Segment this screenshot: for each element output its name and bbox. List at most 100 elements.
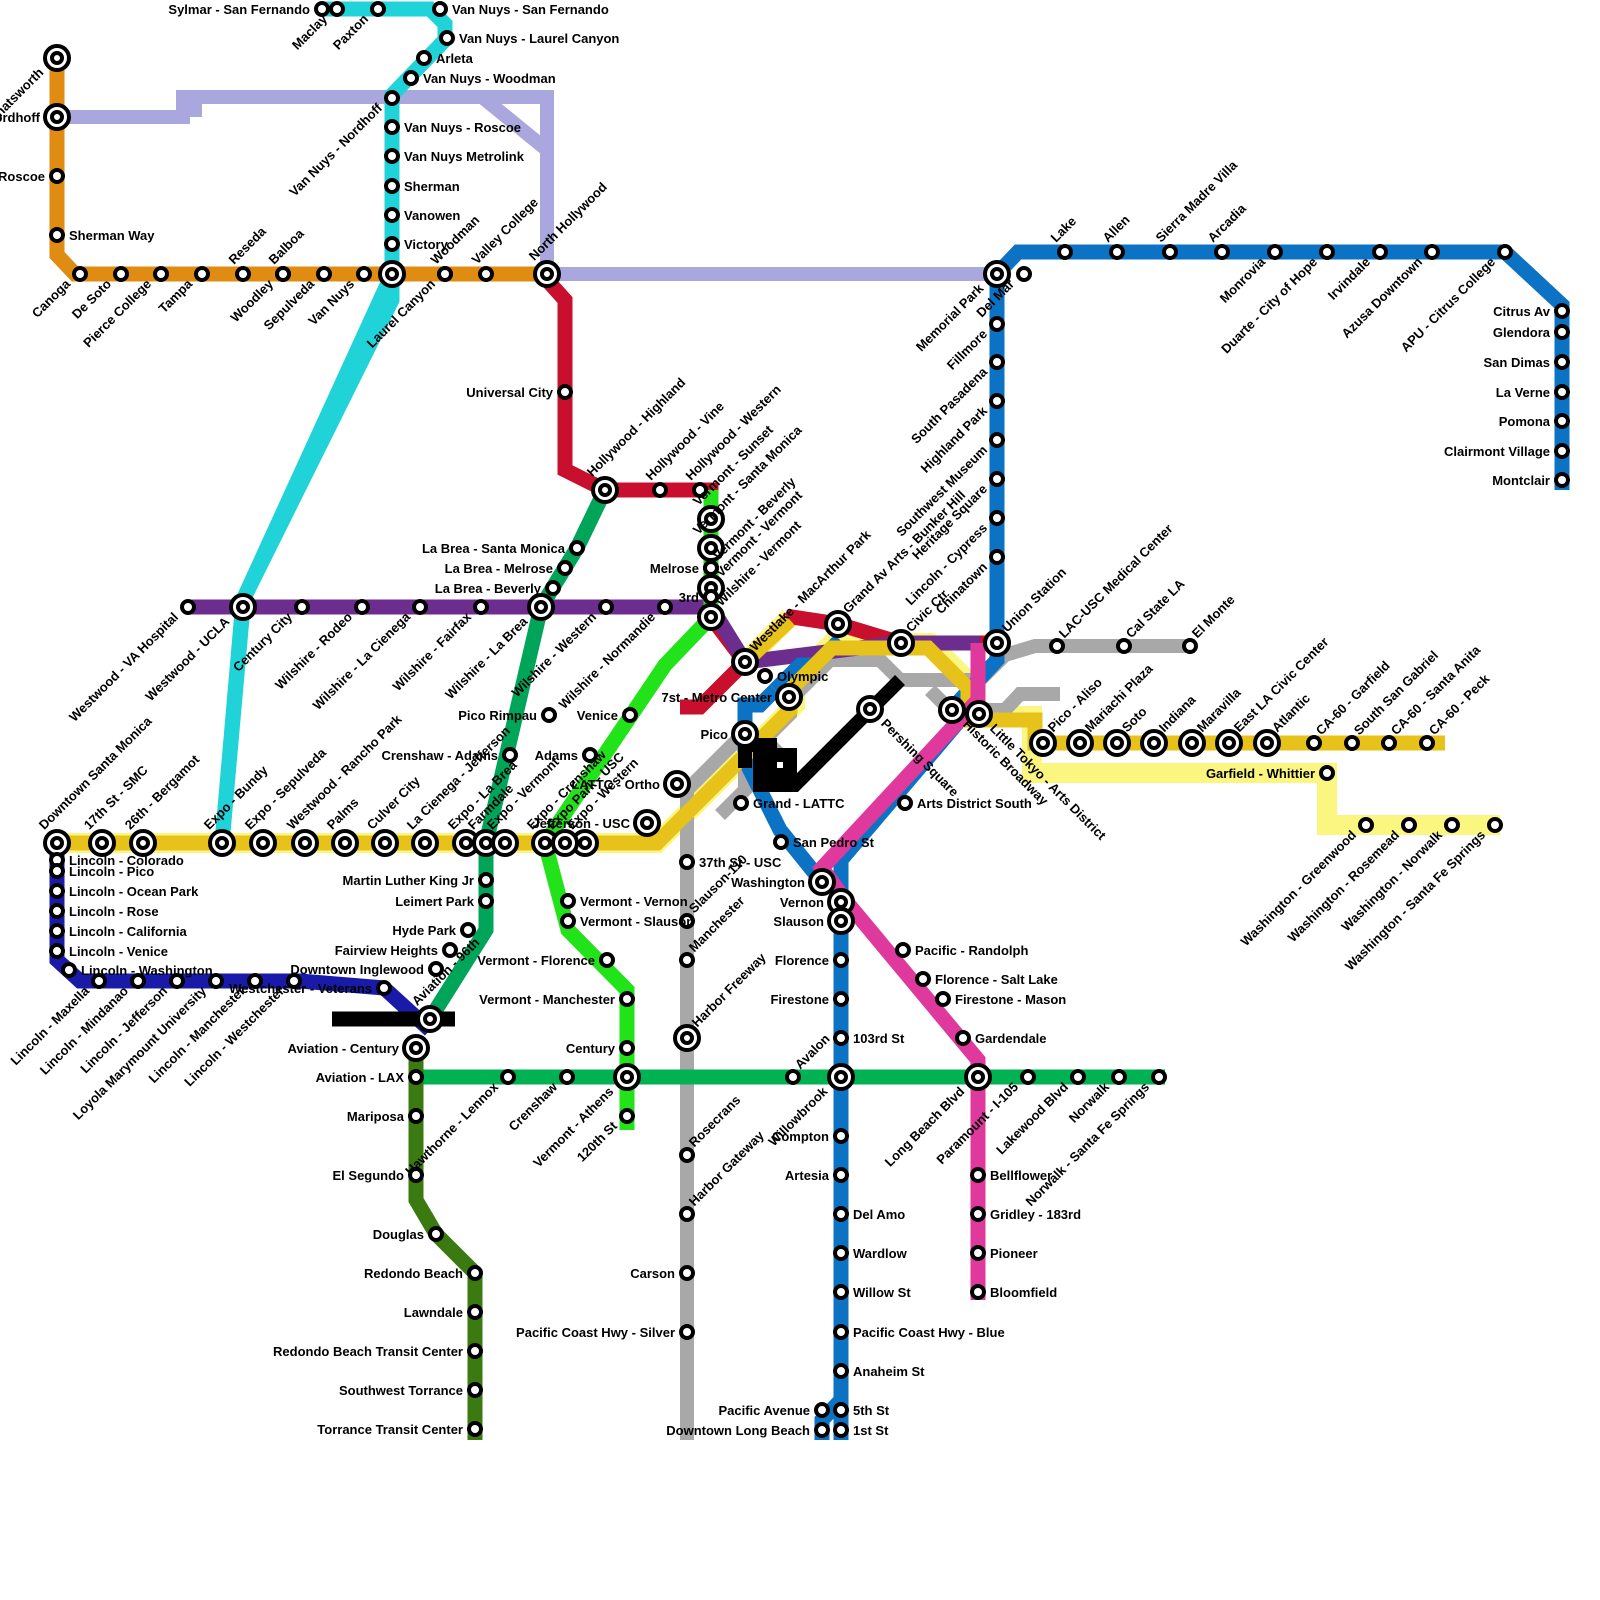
station-marker[interactable] (378, 260, 406, 288)
station-marker[interactable] (1554, 472, 1570, 488)
station-marker[interactable] (833, 1402, 849, 1418)
station-marker[interactable] (989, 432, 1005, 448)
station-marker[interactable] (1419, 735, 1435, 751)
station-marker[interactable] (1381, 735, 1397, 751)
station-marker[interactable] (208, 973, 224, 989)
station-marker[interactable] (194, 266, 210, 282)
station-marker[interactable] (316, 266, 332, 282)
station-marker[interactable] (437, 266, 453, 282)
station-marker[interactable] (169, 973, 185, 989)
station-marker[interactable] (1162, 244, 1178, 260)
station-marker[interactable] (384, 178, 400, 194)
station-marker[interactable] (633, 809, 661, 837)
station-marker[interactable] (679, 854, 695, 870)
station-marker[interactable] (560, 893, 576, 909)
station-marker[interactable] (833, 952, 849, 968)
station-marker[interactable] (663, 770, 691, 798)
station-marker[interactable] (679, 913, 695, 929)
station-marker[interactable] (1554, 324, 1570, 340)
station-marker[interactable] (545, 580, 561, 596)
station-marker[interactable] (61, 962, 77, 978)
station-marker[interactable] (557, 384, 573, 400)
station-marker[interactable] (384, 90, 400, 106)
station-marker[interactable] (1554, 354, 1570, 370)
station-marker[interactable] (412, 599, 428, 615)
station-marker[interactable] (856, 695, 884, 723)
station-marker[interactable] (1109, 244, 1125, 260)
station-marker[interactable] (49, 227, 65, 243)
station-marker[interactable] (560, 913, 576, 929)
station-marker[interactable] (72, 266, 88, 282)
station-marker[interactable] (1554, 443, 1570, 459)
station-marker[interactable] (1306, 735, 1322, 751)
station-marker[interactable] (314, 1, 330, 17)
station-marker[interactable] (938, 696, 966, 724)
station-marker[interactable] (895, 942, 911, 958)
station-marker[interactable] (478, 872, 494, 888)
station-marker[interactable] (478, 893, 494, 909)
station-marker[interactable] (1344, 735, 1360, 751)
station-marker[interactable] (622, 707, 638, 723)
station-marker[interactable] (989, 316, 1005, 332)
station-marker[interactable] (989, 549, 1005, 565)
station-marker[interactable] (467, 1421, 483, 1437)
station-marker[interactable] (491, 829, 519, 857)
station-marker[interactable] (1057, 244, 1073, 260)
station-marker[interactable] (1319, 765, 1335, 781)
station-marker[interactable] (91, 973, 107, 989)
station-marker[interactable] (1372, 244, 1388, 260)
station-marker[interactable] (833, 1206, 849, 1222)
station-marker[interactable] (49, 168, 65, 184)
station-marker[interactable] (291, 829, 319, 857)
station-marker[interactable] (652, 482, 668, 498)
station-marker[interactable] (833, 1324, 849, 1340)
station-marker[interactable] (559, 1069, 575, 1085)
station-marker[interactable] (989, 471, 1005, 487)
station-marker[interactable] (673, 1024, 701, 1052)
station-marker[interactable] (408, 1069, 424, 1085)
station-marker[interactable] (569, 540, 585, 556)
station-marker[interactable] (989, 393, 1005, 409)
station-marker[interactable] (833, 1422, 849, 1438)
station-marker[interactable] (467, 1343, 483, 1359)
station-marker[interactable] (502, 747, 518, 763)
station-marker[interactable] (113, 266, 129, 282)
station-marker[interactable] (935, 991, 951, 1007)
station-marker[interactable] (591, 476, 619, 504)
station-marker[interactable] (1554, 413, 1570, 429)
station-marker[interactable] (1215, 729, 1243, 757)
station-marker[interactable] (965, 700, 993, 728)
station-marker[interactable] (541, 707, 557, 723)
station-marker[interactable] (775, 683, 803, 711)
station-marker[interactable] (1116, 638, 1132, 654)
station-marker[interactable] (1554, 303, 1570, 319)
station-marker[interactable] (208, 829, 236, 857)
station-marker[interactable] (384, 236, 400, 252)
station-marker[interactable] (599, 952, 615, 968)
station-marker[interactable] (679, 1147, 695, 1163)
station-marker[interactable] (129, 829, 157, 857)
station-marker[interactable] (247, 973, 263, 989)
station-marker[interactable] (833, 1128, 849, 1144)
station-marker[interactable] (1020, 1069, 1036, 1085)
station-marker[interactable] (329, 1, 345, 17)
station-marker[interactable] (773, 834, 789, 850)
station-marker[interactable] (432, 1, 448, 17)
station-marker[interactable] (88, 829, 116, 857)
station-marker[interactable] (970, 1167, 986, 1183)
station-marker[interactable] (442, 942, 458, 958)
station-marker[interactable] (1253, 729, 1281, 757)
station-marker[interactable] (733, 795, 749, 811)
station-marker[interactable] (43, 103, 71, 131)
station-marker[interactable] (964, 1063, 992, 1091)
station-marker[interactable] (416, 50, 432, 66)
station-marker[interactable] (679, 952, 695, 968)
station-marker[interactable] (439, 30, 455, 46)
station-marker[interactable] (478, 266, 494, 282)
station-marker[interactable] (833, 1363, 849, 1379)
station-marker[interactable] (833, 1167, 849, 1183)
station-marker[interactable] (331, 829, 359, 857)
station-marker[interactable] (275, 266, 291, 282)
station-marker[interactable] (731, 720, 759, 748)
station-marker[interactable] (833, 1245, 849, 1261)
